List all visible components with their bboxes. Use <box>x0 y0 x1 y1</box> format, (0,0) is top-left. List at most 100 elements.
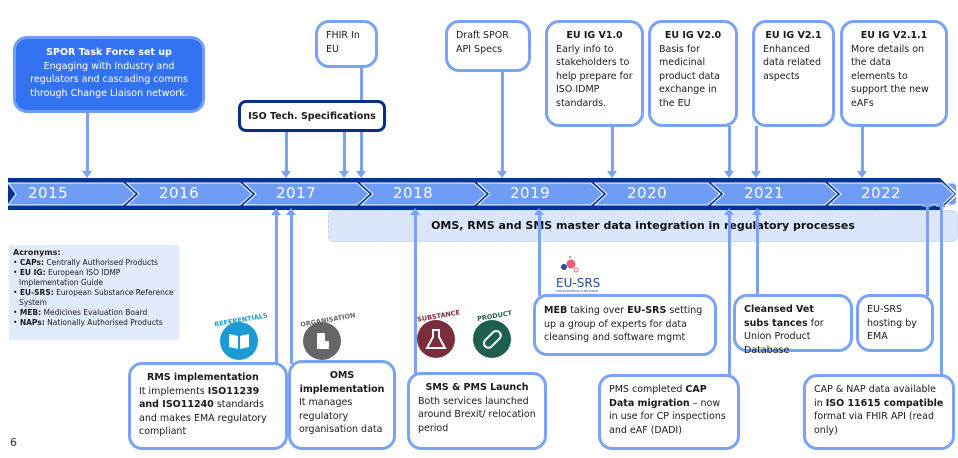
arrow-up-icon <box>271 208 281 215</box>
event-body: PMS completed <box>609 384 686 395</box>
event-cleansed-vet: Cleansed Vet subs tances for Union Produ… <box>733 294 853 356</box>
arrow-down-icon <box>607 171 617 178</box>
event-body-bold: MEB <box>544 305 568 316</box>
event-body: taking over <box>567 305 628 316</box>
connector <box>728 126 731 173</box>
event-body: standards and makes EMA regulatory compl… <box>139 399 267 437</box>
event-meb-eu-srs: MEB taking over EU-SRS setting up a grou… <box>533 294 717 356</box>
event-title: OMS implementation <box>299 370 385 395</box>
event-spor-task-force: SPOR Task Force set up Engaging with Ind… <box>13 36 205 113</box>
acronym-key: CAPs: <box>19 258 44 267</box>
event-sms-pms-launch: SMS & PMS Launch Both services launched … <box>407 372 547 450</box>
connector <box>728 214 731 376</box>
event-body-bold: ISO 11615 compatible <box>825 397 944 409</box>
event-draft-spor-api: Draft SPOR API Specs <box>445 20 531 72</box>
event-fhir-eu: FHIR In EU <box>315 20 378 68</box>
timeline-segment-2018 <box>359 182 487 206</box>
acronyms-title: Acronyms: <box>13 248 61 257</box>
arrow-up-icon <box>936 200 946 207</box>
connector <box>86 113 89 173</box>
page-number: 6 <box>10 436 17 449</box>
event-body: Engaging with Industry and regulators an… <box>30 60 188 99</box>
eu-srs-logo-text: EU-SRS <box>556 276 601 290</box>
event-title: EU IG V1.0 <box>566 30 623 41</box>
flask-icon <box>417 320 455 358</box>
event-title: RMS implementation <box>147 372 259 383</box>
acronym-value: Nationally Authorised Products <box>47 318 163 327</box>
event-body: – now in use for CP inspections and eAF … <box>609 397 726 436</box>
connector <box>501 71 504 173</box>
acronym-key: MEB: <box>19 308 42 317</box>
arrow-down-icon <box>281 171 291 178</box>
timeline-segment-2020 <box>593 182 721 206</box>
event-cap-nap-data: CAP & NAP data available in ISO 11615 co… <box>803 374 955 450</box>
event-eu-ig-v211: EU IG V2.1.1 More details on the data el… <box>840 20 948 127</box>
timeline-bar <box>8 178 956 210</box>
timeline-segment-2017 <box>242 182 370 206</box>
event-eu-srs-hosting: EU-SRS hosting by EMA <box>856 294 934 352</box>
acronym-value: Medicines Evaluation Board <box>43 308 148 317</box>
timeline-segment-2015 <box>8 182 136 206</box>
event-oms-implementation: OMS implementation It manages regulatory… <box>288 360 396 450</box>
connector <box>275 214 278 364</box>
event-title: SPOR Task Force set up <box>46 47 172 58</box>
timeline-segment-2016 <box>125 182 253 206</box>
event-title: ISO Tech. Specifications <box>248 111 376 122</box>
event-body: CAP & NAP data available in <box>814 384 936 409</box>
acronym-item: • EU IG: European ISO IDMP Implementatio… <box>13 268 121 287</box>
acronym-key: NAPs: <box>19 318 45 327</box>
building-icon <box>303 322 341 360</box>
arrow-up-icon <box>534 208 544 215</box>
arrow-down-icon <box>724 171 734 178</box>
connector <box>611 126 614 173</box>
event-body: EU-SRS hosting by EMA <box>867 304 917 342</box>
year-label-2018: 2018 <box>393 184 434 202</box>
acronym-item: • NAPs: Nationally Authorised Products <box>13 318 163 327</box>
acronym-value: European Substance Reference System <box>19 288 174 307</box>
arrow-up-icon <box>410 208 420 215</box>
event-body: format via FHIR API (read only) <box>814 411 934 436</box>
arrow-down-icon <box>82 171 92 178</box>
arrow-down-icon <box>497 171 507 178</box>
year-label-2022: 2022 <box>861 184 902 202</box>
connector <box>755 126 758 173</box>
connector <box>414 214 417 374</box>
acronym-value: European ISO IDMP Implementation Guide <box>19 268 121 287</box>
timeline-segment-end <box>944 182 956 206</box>
event-body: setting up a group of experts for data c… <box>544 305 703 343</box>
event-body: FHIR In EU <box>326 30 360 55</box>
arrow-up-icon <box>724 208 734 215</box>
connector <box>940 206 943 376</box>
year-label-2017: 2017 <box>276 184 317 202</box>
event-eu-ig-v21: EU IG V2.1 Enhanced data related aspects <box>752 20 835 127</box>
arrow-down-icon <box>857 171 867 178</box>
event-pms-cap-migration: PMS completed CAP Data migration – now i… <box>598 374 740 450</box>
event-title: EU IG V2.1.1 <box>860 30 928 41</box>
event-body: Draft SPOR API Specs <box>456 30 509 55</box>
eu-srs-logo: EU-SRS THE EUROPEAN SUBSTANCE REGISTRATI… <box>556 255 616 297</box>
arrow-up-icon <box>752 208 762 215</box>
arrow-down-icon <box>356 171 366 178</box>
event-body: It manages regulatory organisation data <box>299 397 383 435</box>
connector <box>290 214 293 364</box>
integration-band: OMS, RMS and SMS master data integration… <box>328 210 958 242</box>
acronym-key: EU-SRS: <box>19 288 54 297</box>
event-body: Early info to stakeholders to help prepa… <box>556 43 633 109</box>
event-body: It implements <box>139 385 208 397</box>
arrow-down-icon <box>751 171 761 178</box>
event-body: More details on the data elements to sup… <box>851 43 929 109</box>
connector <box>343 131 346 173</box>
event-eu-ig-v1: EU IG V1.0 Early info to stakeholders to… <box>545 20 644 127</box>
arrow-up-icon <box>922 200 932 207</box>
event-iso-tech-spec: ISO Tech. Specifications <box>238 100 386 132</box>
year-label-2016: 2016 <box>159 184 200 202</box>
year-label-2020: 2020 <box>627 184 668 202</box>
connector <box>861 126 864 173</box>
year-label-2015: 2015 <box>28 184 69 202</box>
acronym-value: Centrally Authorised Products <box>46 258 158 267</box>
event-eu-ig-v2: EU IG V2.0 Basis for medicinal product d… <box>648 20 738 127</box>
connector <box>538 214 541 296</box>
timeline-segment-2019 <box>476 182 604 206</box>
acronym-key: EU IG: <box>19 268 46 277</box>
arrow-up-icon <box>286 208 296 215</box>
